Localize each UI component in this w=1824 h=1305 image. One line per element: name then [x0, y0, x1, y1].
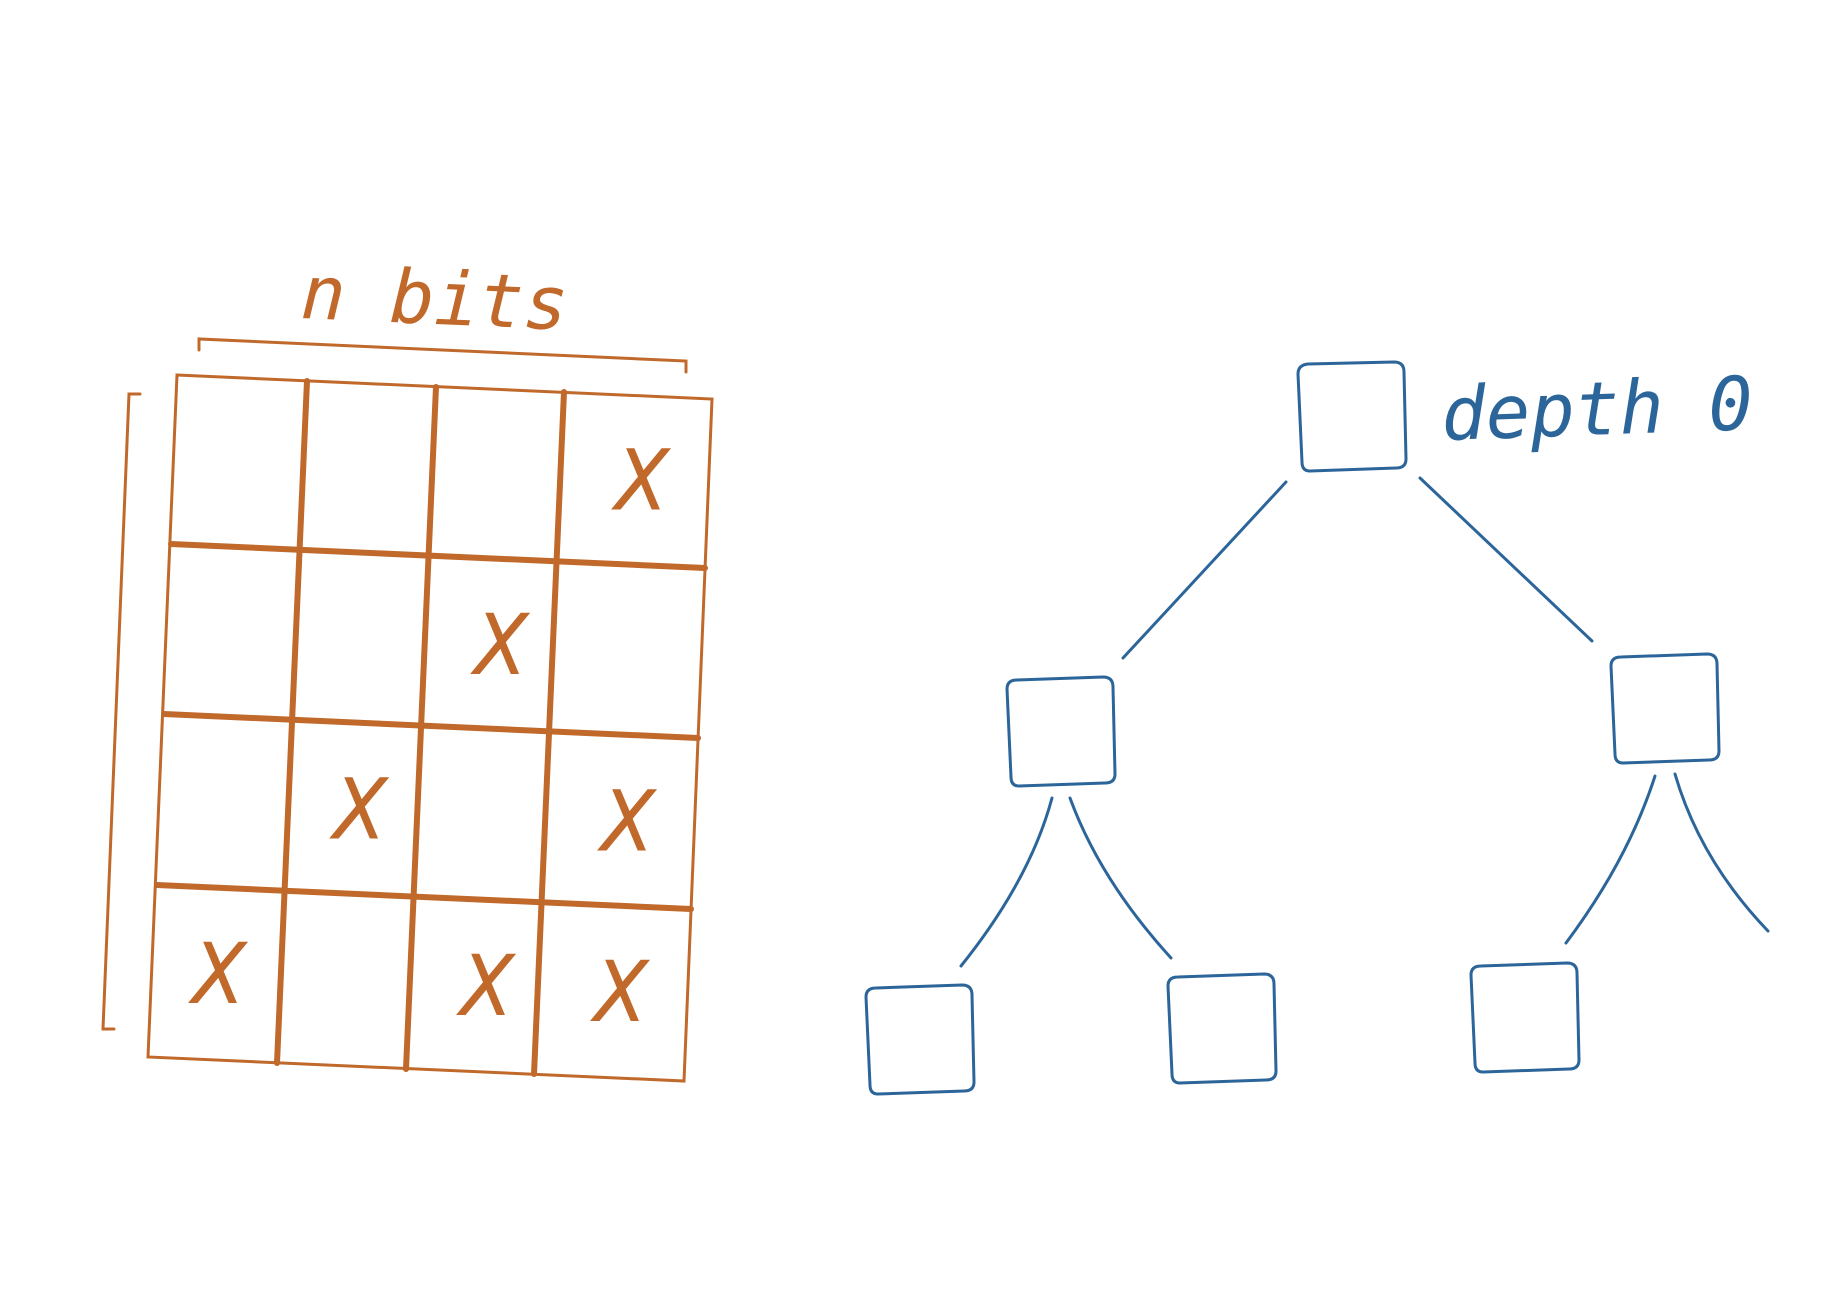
grid-col-line	[531, 389, 567, 1077]
width-bracket	[197, 337, 688, 374]
tree-edge	[1068, 796, 1173, 960]
height-bracket	[101, 392, 142, 1031]
bit-grid	[101, 337, 714, 1083]
grid-row-line	[161, 711, 701, 741]
binary-tree	[864, 360, 1770, 1096]
grid-col-line	[274, 378, 310, 1066]
grid-cell-mark: X	[596, 772, 657, 870]
tree-root-depth-label: depth 0	[1440, 361, 1755, 458]
grid-cell-mark: X	[455, 937, 516, 1035]
tree-edge	[1564, 774, 1657, 945]
grid-cell-mark: X	[610, 431, 671, 529]
tree-edge	[1121, 480, 1288, 660]
tree-edge	[959, 796, 1054, 968]
tree-node-root	[1296, 360, 1408, 473]
grid-cell-mark: X	[328, 760, 389, 858]
tree-edge	[1418, 476, 1594, 643]
grid-row-line	[168, 541, 708, 571]
grid-col-line	[403, 384, 439, 1072]
tree-edge	[1673, 772, 1770, 933]
grid-frame	[146, 373, 714, 1083]
grid-row-line	[154, 882, 694, 912]
grid-cell-mark: X	[187, 925, 248, 1023]
grid-width-label: n bits	[299, 250, 570, 348]
grid-cell-mark: X	[589, 943, 650, 1041]
tree-node-level2-right-left	[1469, 961, 1581, 1074]
tree-node-level1-left	[1005, 675, 1117, 788]
tree-node-level1-right	[1609, 652, 1721, 765]
grid-cell-mark: X	[469, 596, 530, 694]
tree-node-level2-left-left	[864, 983, 976, 1096]
tree-node-level2-left-right	[1166, 972, 1278, 1085]
